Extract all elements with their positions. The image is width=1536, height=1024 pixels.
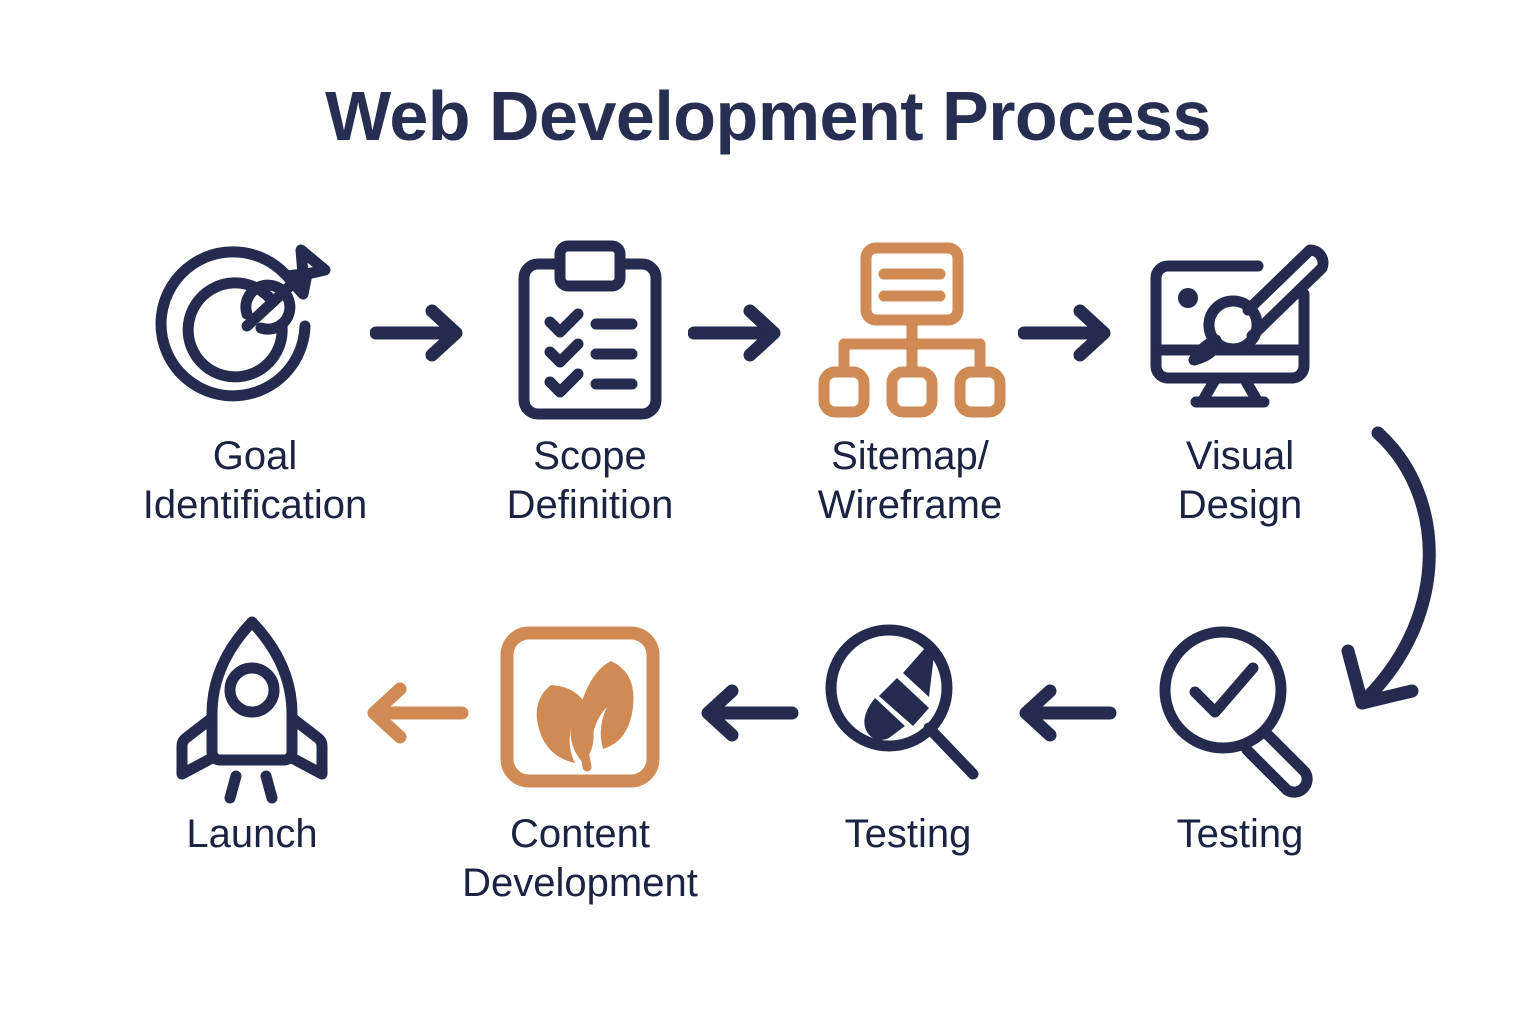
step-sitemap-wireframe[interactable]: Sitemap/ Wireframe (780, 236, 1040, 530)
page-title: Web Development Process (325, 77, 1211, 155)
step-testing-fix-label: Testing (844, 812, 972, 856)
sitemap-hierarchy-icon (780, 236, 1040, 426)
step-visual-design[interactable]: Visual Design (1110, 236, 1370, 530)
arrow-testing-to-testing-icon (1019, 684, 1117, 742)
step-goal-identification[interactable]: Goal Identification (125, 236, 385, 530)
step-content-development-label: Content Development (462, 812, 698, 905)
step-testing-review[interactable]: Testing (1110, 614, 1370, 859)
step-scope-definition-label: Scope Definition (506, 434, 674, 527)
arrow-content-to-launch-icon (367, 682, 469, 744)
leaves-square-icon (450, 614, 710, 804)
step-scope-definition[interactable]: Scope Definition (460, 236, 720, 530)
rocket-icon (122, 614, 382, 804)
step-goal-identification-label: Goal Identification (142, 434, 368, 527)
target-arrow-icon (125, 236, 385, 426)
magnifier-brush-icon (778, 614, 1038, 804)
step-sitemap-wireframe-label: Sitemap/ Wireframe (817, 434, 1003, 527)
step-testing-review-label: Testing (1176, 812, 1304, 856)
magnifier-check-icon (1110, 614, 1370, 804)
monitor-paintbrush-icon (1110, 236, 1370, 426)
step-launch-label: Launch (186, 812, 318, 856)
arrow-goal-to-scope-icon (370, 304, 463, 362)
step-testing-fix[interactable]: Testing (778, 614, 1038, 859)
step-visual-design-label: Visual Design (1177, 434, 1303, 527)
clipboard-checklist-icon (460, 236, 720, 426)
step-launch[interactable]: Launch (122, 614, 382, 859)
step-content-development[interactable]: Content Development (450, 614, 710, 908)
arrow-scope-to-sitemap-icon (688, 304, 781, 362)
arrow-testing-to-content-icon (701, 684, 799, 742)
arrow-visual-to-testing-curve-icon (1341, 426, 1436, 710)
arrow-sitemap-to-visual-icon (1018, 304, 1111, 362)
